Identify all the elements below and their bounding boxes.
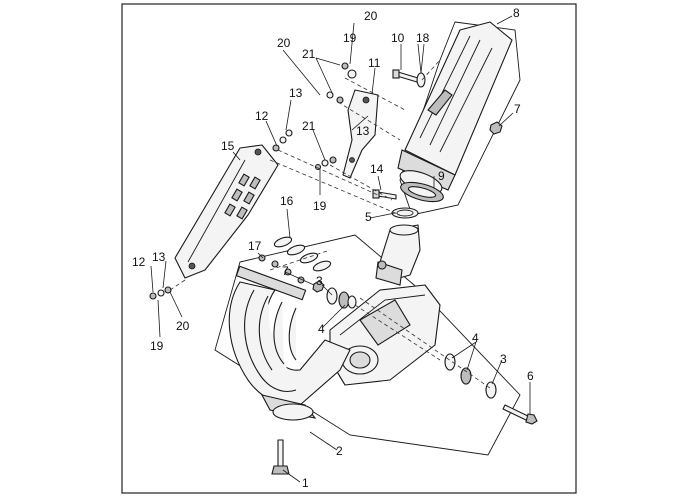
callout-16: 16 bbox=[280, 194, 294, 208]
callout-21: 21 bbox=[302, 47, 316, 61]
header-pipes bbox=[228, 265, 351, 421]
callout-11: 11 bbox=[368, 56, 381, 70]
muffler-group-outline bbox=[399, 21, 521, 216]
callout-13: 13 bbox=[152, 250, 166, 264]
callout-4: 4 bbox=[472, 331, 479, 345]
callout-20: 20 bbox=[176, 319, 190, 333]
left-fastener-cluster bbox=[149, 286, 172, 300]
callout-21: 21 bbox=[302, 119, 316, 133]
gasket-ring bbox=[391, 207, 419, 219]
callout-17: 17 bbox=[248, 239, 262, 253]
exhaust-gaskets bbox=[273, 236, 332, 272]
callout-3: 3 bbox=[500, 352, 507, 366]
bolt-10 bbox=[392, 69, 419, 83]
callout-20: 20 bbox=[277, 36, 291, 50]
callout-12: 12 bbox=[255, 109, 269, 123]
callout-labels: 1 2 3 3 4 4 5 6 7 7 8 9 10 11 12 12 13 1… bbox=[132, 6, 534, 490]
callout-3: 3 bbox=[316, 274, 323, 288]
callout-5: 5 bbox=[365, 210, 372, 224]
callout-2: 2 bbox=[336, 444, 343, 458]
callout-7: 7 bbox=[282, 264, 289, 278]
callout-15: 15 bbox=[221, 139, 235, 153]
callout-19: 19 bbox=[313, 199, 327, 213]
callout-8: 8 bbox=[513, 6, 520, 20]
callout-1: 1 bbox=[302, 476, 309, 490]
callout-4: 4 bbox=[318, 322, 325, 336]
callout-19: 19 bbox=[150, 339, 164, 353]
muffler-bracket bbox=[342, 89, 379, 179]
callout-19: 19 bbox=[343, 31, 357, 45]
callout-12: 12 bbox=[132, 255, 146, 269]
callout-6: 6 bbox=[527, 369, 534, 383]
callout-7: 7 bbox=[514, 102, 521, 116]
callout-10: 10 bbox=[391, 31, 405, 45]
nut-7-header bbox=[312, 280, 325, 293]
diagram-frame bbox=[121, 3, 577, 494]
washer-3-right bbox=[485, 381, 497, 399]
muffler-clamp bbox=[400, 181, 444, 203]
bolt-6 bbox=[502, 404, 538, 425]
washer-4-left bbox=[338, 291, 357, 309]
callout-20: 20 bbox=[364, 9, 378, 23]
callout-14: 14 bbox=[370, 162, 384, 176]
callout-13: 13 bbox=[356, 124, 370, 138]
nut-7-muffler bbox=[489, 121, 503, 135]
assembly-dashed-lines bbox=[169, 59, 491, 389]
callout-13: 13 bbox=[289, 86, 303, 100]
connector-pipe bbox=[375, 224, 421, 286]
leader-lines bbox=[150, 15, 531, 483]
top-fastener-cluster bbox=[272, 62, 357, 171]
callout-18: 18 bbox=[416, 31, 430, 45]
muffler-silencer bbox=[397, 21, 513, 194]
washer-18 bbox=[416, 72, 426, 88]
washer-3-left bbox=[326, 287, 338, 305]
heat-shield bbox=[174, 144, 279, 279]
bolt-1 bbox=[271, 439, 290, 475]
callout-9: 9 bbox=[438, 169, 445, 183]
